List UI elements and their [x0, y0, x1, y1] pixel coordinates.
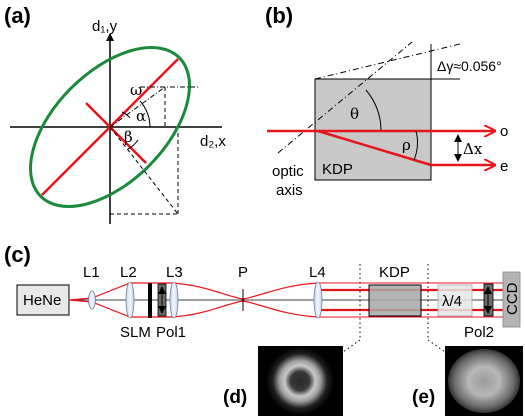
slm — [148, 283, 152, 318]
label-l1: L1 — [83, 264, 100, 281]
crystal-label: KDP — [322, 161, 353, 178]
lens-l4 — [313, 281, 323, 319]
hene-label: HeNe — [23, 292, 61, 309]
label-kdp: KDP — [379, 264, 410, 281]
panel-b-label: (b) — [265, 3, 293, 28]
lens-l3 — [169, 281, 179, 319]
beam-upper-3 — [171, 282, 319, 300]
delta-x-label: Δx — [463, 140, 483, 158]
extraordinary-beam-inside — [317, 129, 432, 167]
dashed-diagonal — [109, 126, 179, 215]
panel-c-label: (c) — [4, 242, 31, 267]
label-pol2: Pol2 — [464, 324, 494, 341]
alpha-label: α — [136, 107, 146, 125]
rho-label: ρ — [402, 136, 411, 154]
label-slm: SLM — [120, 324, 151, 341]
kdp-crystal-setup — [368, 284, 422, 317]
panel-a: (a) d₁,y d₂,x ω α β — [4, 3, 226, 224]
panel-c: (c) HeNe — [4, 242, 523, 416]
beta-arc — [127, 139, 139, 150]
y-axis-label: d₁,y — [92, 18, 118, 35]
label-p: P — [238, 264, 248, 281]
inset-d-donut — [266, 347, 334, 415]
beam-e-label: e — [500, 158, 508, 175]
optic-axis-label-2: axis — [276, 182, 303, 199]
inset-e-blob — [448, 349, 520, 413]
lens-l2 — [125, 281, 135, 319]
delta-gamma-label: Δγ≈0.056° — [437, 58, 502, 74]
beam-lower-3 — [171, 300, 319, 318]
panel-b: (b) Δγ≈0.056° θ ρ Δx o e KDP optic axis — [265, 3, 508, 199]
beam-upper-1 — [68, 282, 131, 301]
dash-dot-line — [109, 86, 166, 128]
polarization-ellipse — [29, 46, 191, 208]
panel-a-label: (a) — [4, 3, 31, 28]
optic-axis-line — [277, 41, 413, 154]
x-axis-label: d₂,x — [200, 133, 226, 150]
minor-axis-line — [85, 102, 147, 164]
inset-d-label: (d) — [223, 387, 247, 408]
ccd-camera — [502, 271, 521, 328]
alpha-arc — [139, 100, 151, 128]
theta-label: θ — [350, 105, 359, 123]
theta-arc — [365, 89, 382, 132]
label-l4: L4 — [309, 264, 326, 281]
omega-label: ω — [130, 81, 142, 99]
quarter-wave-plate — [437, 284, 473, 317]
lens-l1 — [88, 290, 96, 310]
optic-axis-label-1: optic — [272, 163, 304, 180]
omega-arc — [121, 111, 131, 119]
beam-lower-1 — [68, 299, 131, 318]
leader-e-diag — [427, 339, 446, 353]
label-l2: L2 — [120, 264, 137, 281]
kdp-crystal — [314, 78, 432, 181]
hene-laser — [16, 284, 70, 316]
rho-arc — [413, 130, 418, 161]
ccd-label: CCD — [504, 282, 521, 315]
quarter-wave-label: λ/4 — [442, 293, 462, 310]
beam-o-label: o — [500, 123, 508, 140]
inset-e-label: (e) — [412, 387, 435, 408]
label-l3: L3 — [166, 264, 183, 281]
beta-label: β — [124, 128, 133, 146]
leader-d-diag — [342, 339, 361, 353]
label-pol1: Pol1 — [156, 324, 186, 341]
tilted-face-line — [314, 43, 461, 80]
